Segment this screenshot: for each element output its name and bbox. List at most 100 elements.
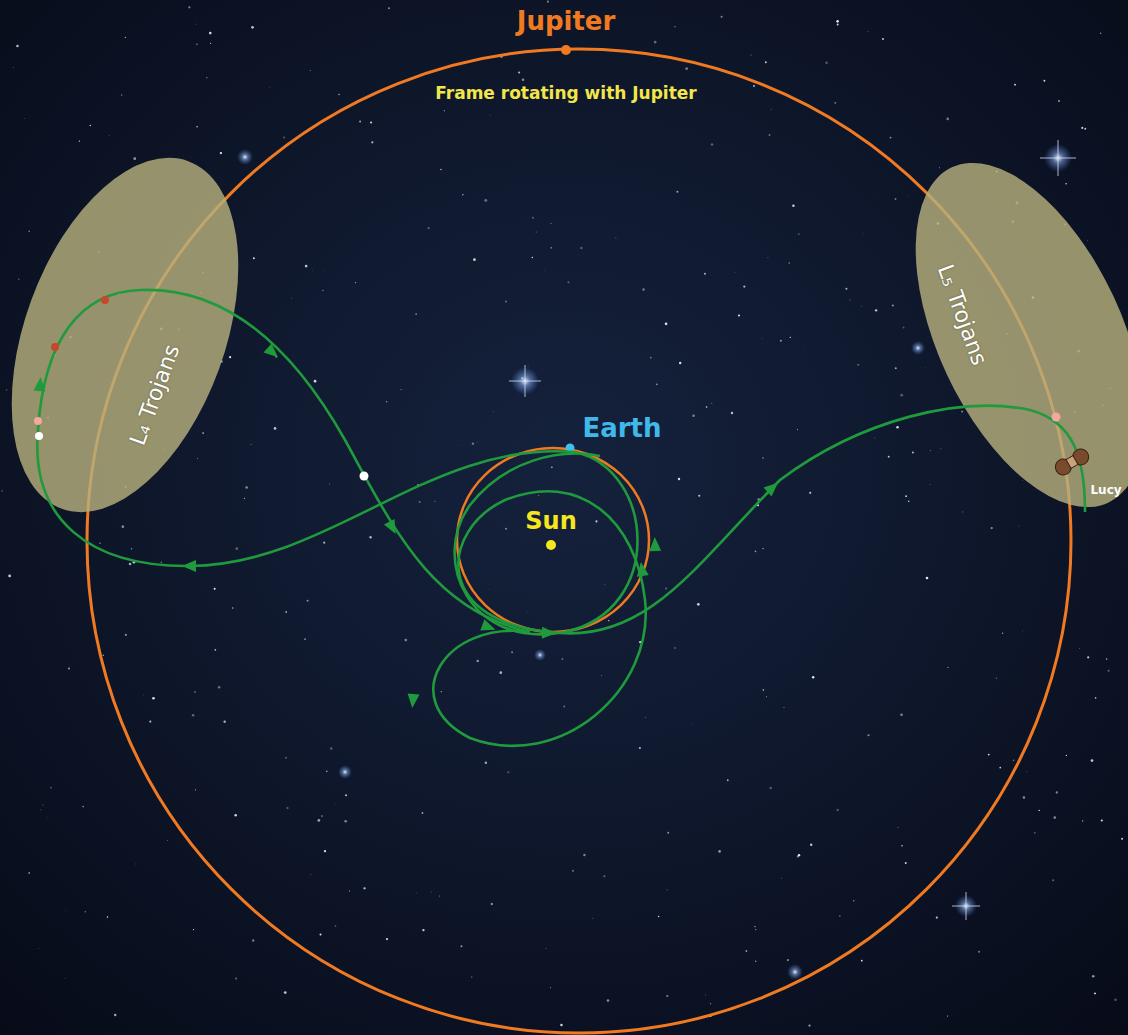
star [1026,770,1028,772]
star [718,850,721,853]
star [685,67,688,70]
star [235,978,237,980]
star [798,854,800,856]
star [253,257,255,259]
star [317,819,320,822]
star [650,357,652,359]
star [903,327,905,329]
star [895,198,897,200]
encounter-dot [360,472,369,481]
arrowhead [406,693,419,708]
star [757,498,760,501]
star [753,85,755,87]
star [476,660,478,662]
star [780,877,782,879]
star [1034,832,1036,834]
star [236,547,239,550]
star [133,561,136,564]
star [545,947,547,949]
star [654,41,657,44]
star [121,525,124,528]
star [572,870,574,872]
star [907,195,909,197]
star [50,787,51,788]
star [809,492,811,494]
star [857,364,859,366]
star [440,169,441,170]
star [42,804,44,806]
star [79,140,80,141]
star [229,356,231,358]
star [877,192,879,194]
star [770,109,772,111]
star [371,141,373,143]
star [797,428,799,430]
star [28,872,30,874]
star [108,135,110,137]
star [1087,239,1089,241]
star [780,340,782,342]
star [580,247,583,250]
star [195,789,196,790]
star [133,157,136,160]
star [286,807,288,809]
star [790,337,791,338]
star [522,78,525,81]
star [125,37,126,38]
star [460,945,462,947]
star [978,951,980,953]
star [905,495,907,497]
star [284,991,287,994]
star [13,67,15,69]
frame-note: Frame rotating with Jupiter [435,85,697,102]
star [23,117,25,119]
star [550,223,552,225]
star [1053,816,1056,819]
star [305,265,308,268]
star [837,23,839,25]
star [1022,480,1024,482]
star [765,425,767,427]
earth-orbit [457,448,649,632]
star [924,367,926,369]
star [592,918,593,919]
star [484,199,487,202]
star [667,832,669,834]
star [562,658,564,660]
star [698,495,700,497]
star [691,723,693,725]
star [251,26,254,29]
star [505,300,507,302]
bright-star [237,149,253,165]
arrowhead [384,519,401,537]
star [711,143,713,145]
star [518,71,520,73]
star [867,734,869,736]
star [751,54,752,55]
star [762,548,764,550]
star [783,707,784,708]
star [608,620,609,621]
star [312,269,314,271]
star [678,478,680,480]
trojan-region [10,145,250,525]
star [1044,80,1046,82]
star [711,403,712,404]
star [875,309,877,311]
star [645,716,647,718]
star [755,929,756,930]
star [547,1,549,3]
star [472,442,474,444]
star [812,676,814,678]
star [82,806,84,808]
star [1121,838,1123,840]
star [335,925,337,927]
star [901,845,903,847]
star [526,612,528,614]
star [18,278,19,279]
star [491,903,493,905]
bright-star [509,365,541,397]
star [882,38,884,40]
jupiter-orbit [87,49,1071,1033]
